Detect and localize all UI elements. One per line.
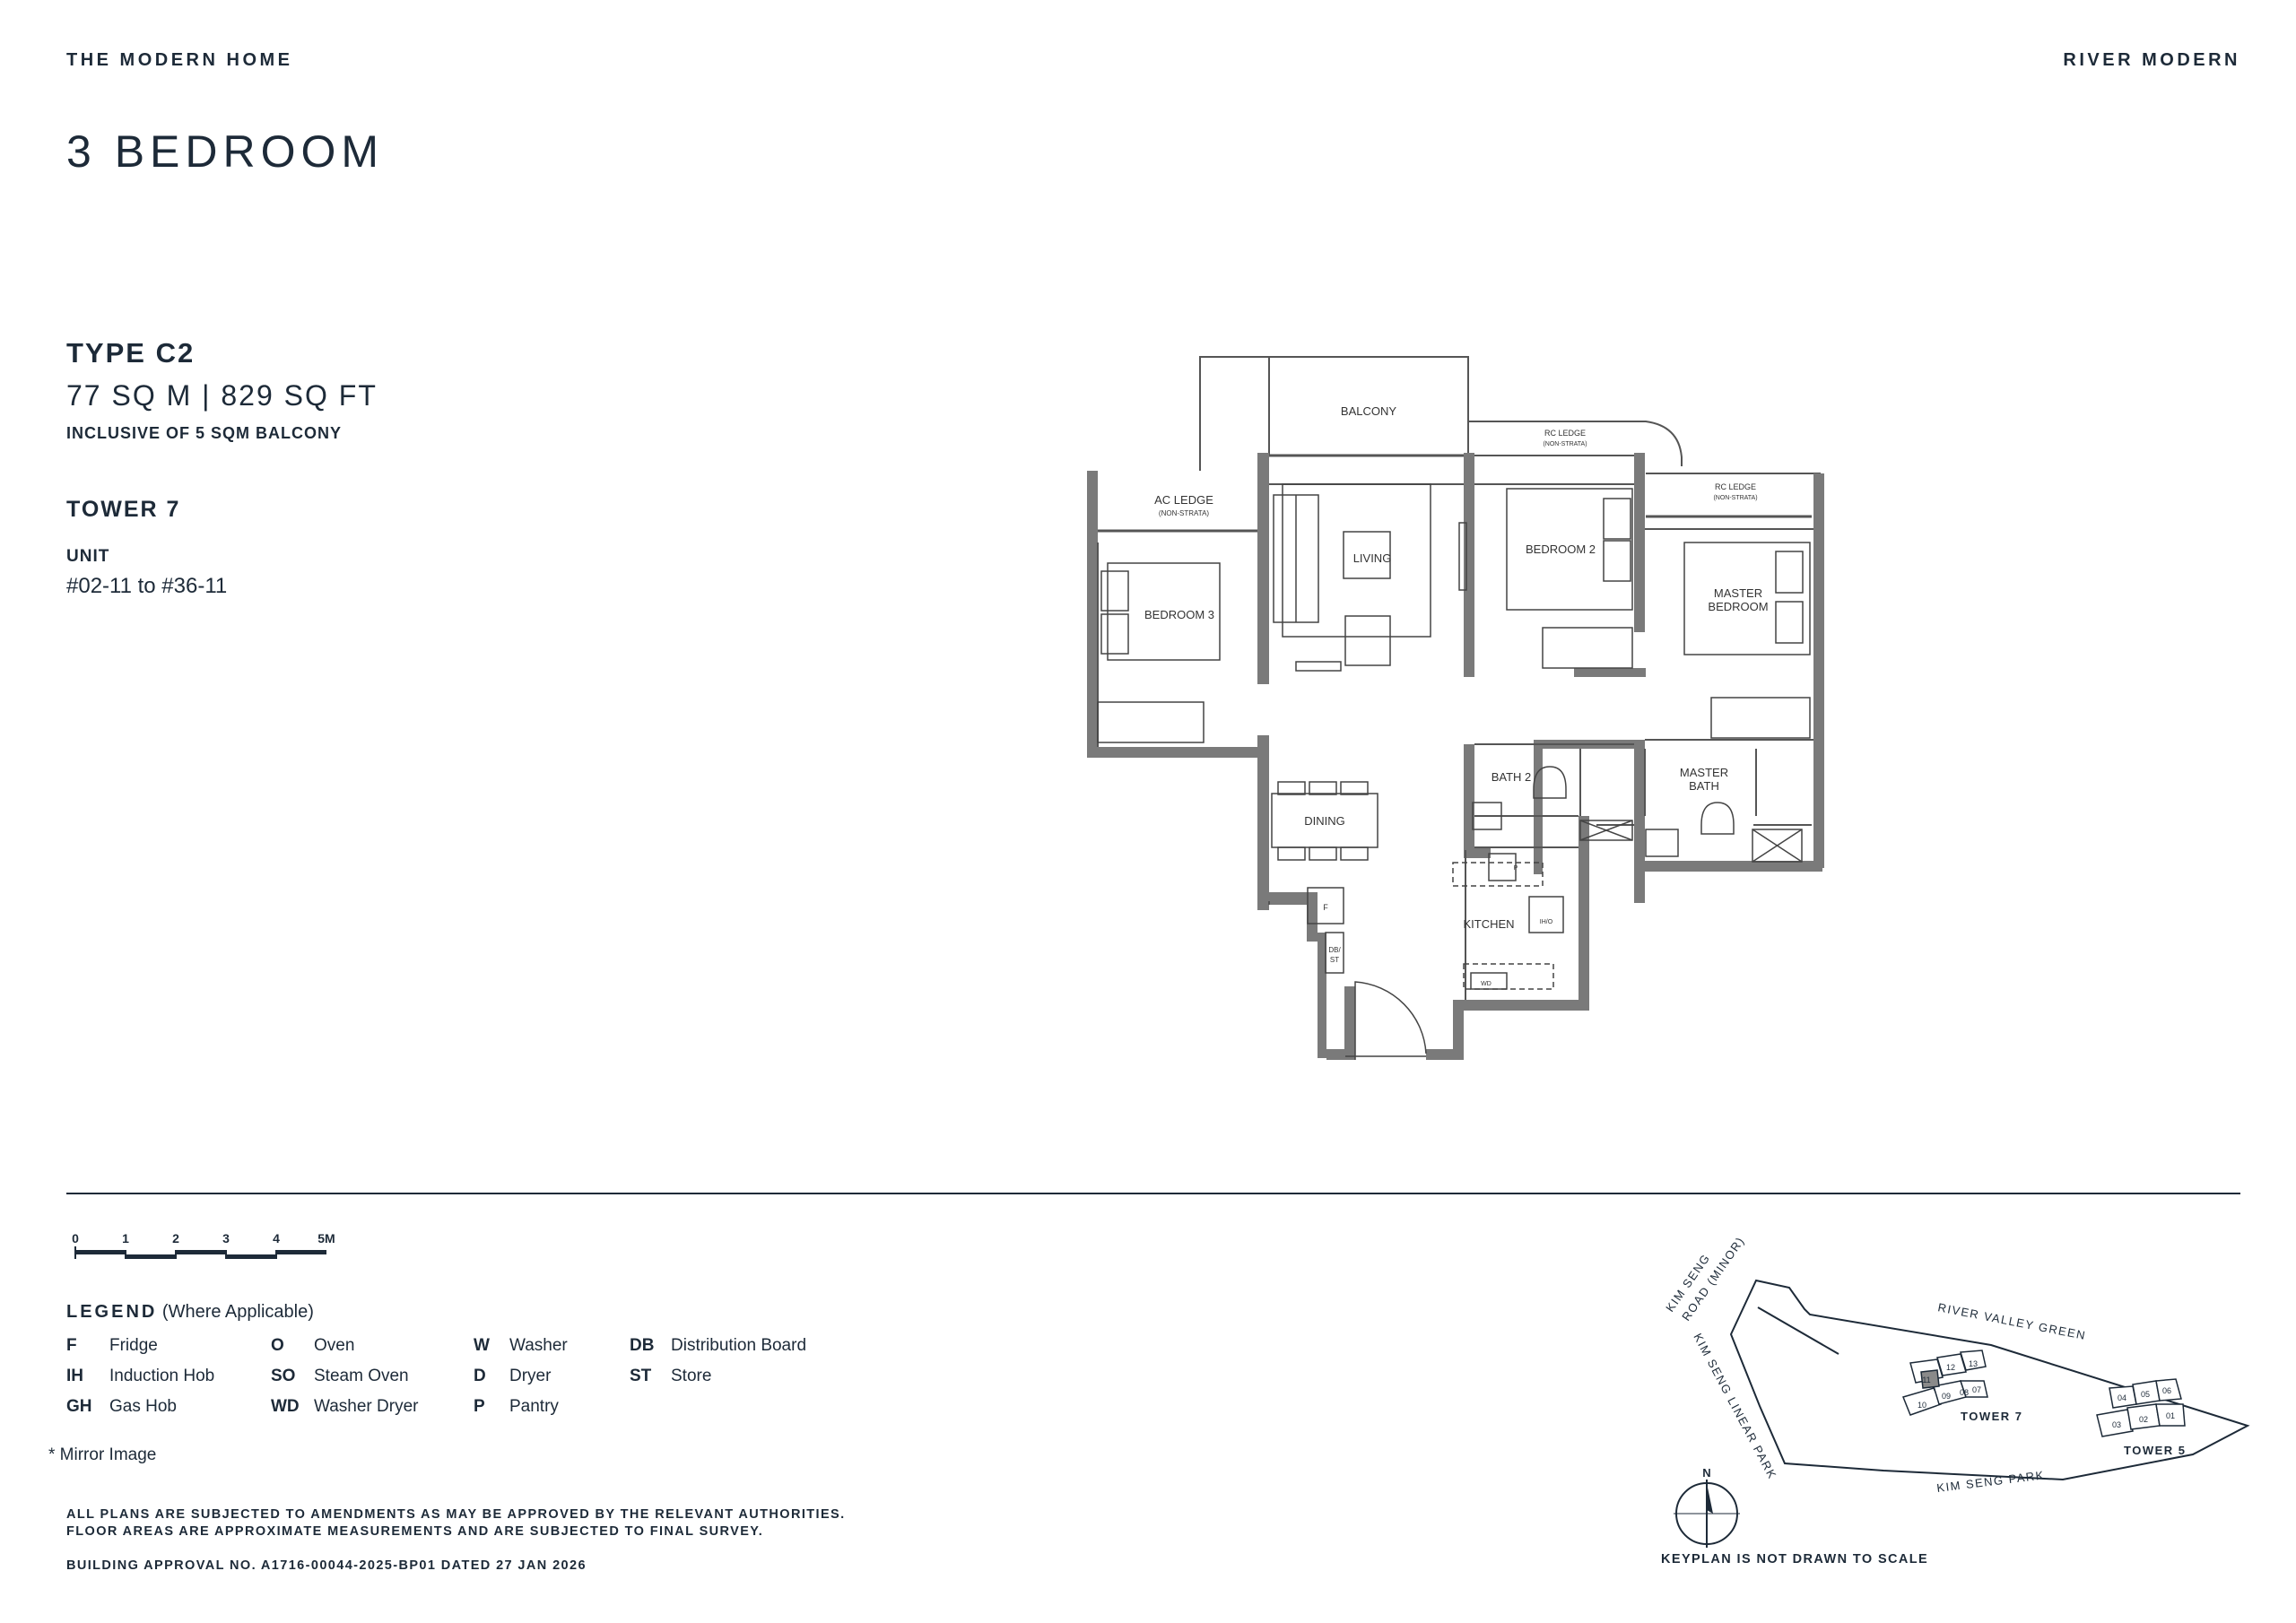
label-bedroom-2: BEDROOM 2 xyxy=(1526,542,1596,556)
t7-unit-07: 07 xyxy=(1972,1385,1981,1394)
keyplan-linear-park: KIM SENG LINEAR PARK xyxy=(1691,1331,1779,1481)
brand-right: RIVER MODERN xyxy=(2063,50,2240,70)
label-db-st-1: DB/ xyxy=(1328,946,1341,954)
legend-label: Distribution Board xyxy=(671,1336,807,1355)
label-kitchen: KITCHEN xyxy=(1463,917,1514,931)
keyplan-road-2: ROAD (MINOR) xyxy=(1679,1234,1747,1324)
label-master-bath-1: MASTER xyxy=(1680,766,1728,779)
label-ac-ledge: AC LEDGE xyxy=(1154,493,1213,507)
unit-type: TYPE C2 xyxy=(66,337,196,369)
divider xyxy=(66,1193,2240,1194)
legend-key: P xyxy=(474,1397,485,1416)
t5-unit-02: 02 xyxy=(2139,1415,2148,1424)
balcony-note: INCLUSIVE OF 5 SQM BALCONY xyxy=(66,424,343,442)
scale-tick-1: 1 xyxy=(122,1231,129,1245)
legend-subtitle: (Where Applicable) xyxy=(161,1302,314,1322)
keyplan-note: KEYPLAN IS NOT DRAWN TO SCALE xyxy=(1661,1552,1929,1567)
keyplan-kim-seng-park: KIM SENG PARK xyxy=(1936,1468,2046,1495)
label-dining: DINING xyxy=(1304,814,1345,828)
label-bedroom-3: BEDROOM 3 xyxy=(1144,608,1214,621)
t5-unit-06: 06 xyxy=(2162,1386,2171,1395)
t7-unit-11: 11 xyxy=(1922,1376,1930,1384)
legend-label: Store xyxy=(671,1367,712,1385)
building-approval: BUILDING APPROVAL NO. A1716-00044-2025-B… xyxy=(66,1558,587,1573)
label-balcony: BALCONY xyxy=(1341,404,1396,418)
brand-left: THE MODERN HOME xyxy=(66,50,293,70)
legend-title: LEGEND (Where Applicable) xyxy=(66,1302,314,1323)
legend-key: DB xyxy=(630,1336,655,1355)
legend-label xyxy=(671,1397,850,1417)
disclaimer-line-2: FLOOR AREAS ARE APPROXIMATE MEASUREMENTS… xyxy=(66,1524,764,1539)
legend-key: D xyxy=(474,1367,486,1385)
t5-unit-01: 01 xyxy=(2166,1411,2175,1420)
mirror-note: * Mirror Image xyxy=(48,1445,157,1464)
scale-tick-3: 3 xyxy=(222,1231,230,1245)
disclaimer-line-1: ALL PLANS ARE SUBJECTED TO AMENDMENTS AS… xyxy=(66,1507,846,1522)
keyplan-road-1: KIM SENG xyxy=(1663,1251,1713,1315)
legend-label: Washer Dryer xyxy=(314,1397,419,1416)
keyplan-site-outline xyxy=(1729,1279,2250,1481)
legend-key xyxy=(630,1397,671,1417)
label-rc-ledge-2: RC LEDGE xyxy=(1715,482,1756,491)
keyplan-tower-7: TOWER 7 xyxy=(1961,1410,2023,1423)
legend-grid: F Fridge O Oven W Washer DB Distribution… xyxy=(66,1336,850,1417)
legend-label: Pantry xyxy=(509,1397,559,1416)
legend-label: Washer xyxy=(509,1336,568,1355)
label-ac-ledge-note: (NON-STRATA) xyxy=(1159,509,1209,517)
scale-tick-0: 0 xyxy=(72,1231,79,1245)
legend-label: Steam Oven xyxy=(314,1367,409,1385)
unit-area: 77 SQ M | 829 SQ FT xyxy=(66,379,378,412)
page-title: 3 BEDROOM xyxy=(66,126,385,177)
unit-range: #02-11 to #36-11 xyxy=(66,574,228,598)
t7-unit-09: 09 xyxy=(1942,1392,1951,1401)
t5-unit-05: 05 xyxy=(2141,1390,2150,1399)
legend-label: Oven xyxy=(314,1336,355,1355)
keyplan-tower-5: TOWER 5 xyxy=(2124,1444,2187,1457)
legend-key: WD xyxy=(271,1397,300,1416)
legend-key: SO xyxy=(271,1367,296,1385)
t7-unit-13: 13 xyxy=(1969,1359,1978,1368)
t5-unit-03: 03 xyxy=(2112,1420,2121,1429)
legend-label: Fridge xyxy=(109,1336,158,1355)
label-ih: IH/O xyxy=(1540,919,1553,925)
label-rc-ledge-1-note: (NON-STRATA) xyxy=(1543,441,1587,447)
tower-label: TOWER 7 xyxy=(66,497,181,522)
legend-key: GH xyxy=(66,1397,92,1416)
legend-heading: LEGEND xyxy=(66,1302,158,1322)
legend-label: Gas Hob xyxy=(109,1397,177,1416)
t7-unit-08: 08 xyxy=(1960,1388,1969,1397)
label-p: P xyxy=(1514,865,1518,872)
keyplan-river-valley-green: RIVER VALLEY GREEN xyxy=(1936,1300,2087,1342)
t7-unit-10: 10 xyxy=(1918,1401,1926,1410)
label-fridge: F xyxy=(1323,903,1328,912)
label-living: LIVING xyxy=(1353,551,1392,565)
legend-key: ST xyxy=(630,1367,652,1385)
label-master-bedroom-1: MASTER xyxy=(1714,586,1762,600)
t5-unit-04: 04 xyxy=(2118,1393,2126,1402)
t7-unit-12: 12 xyxy=(1946,1363,1955,1372)
legend-key: O xyxy=(271,1336,284,1355)
label-rc-ledge-1: RC LEDGE xyxy=(1544,429,1586,438)
north-label: N xyxy=(1702,1466,1710,1480)
label-rc-ledge-2-note: (NON-STRATA) xyxy=(1713,495,1757,501)
scale-tick-2: 2 xyxy=(172,1231,179,1245)
unit-label: UNIT xyxy=(66,547,110,566)
north-compass-icon: N xyxy=(1674,1466,1740,1548)
scale-tick-5: 5M xyxy=(317,1231,335,1245)
legend-label: Induction Hob xyxy=(109,1367,215,1385)
floor-plan: BALCONY AC LEDGE (NON-STRATA) RC LEDGE (… xyxy=(1087,356,1824,1060)
legend-key: IH xyxy=(66,1367,83,1385)
legend-key: F xyxy=(66,1336,77,1355)
label-master-bath-2: BATH xyxy=(1689,779,1719,793)
label-db-st-2: ST xyxy=(1330,956,1339,964)
legend-key: W xyxy=(474,1336,490,1355)
label-bath-2: BATH 2 xyxy=(1492,770,1532,784)
scale-tick-4: 4 xyxy=(273,1231,280,1245)
label-master-bedroom-2: BEDROOM xyxy=(1708,600,1768,613)
label-wd: WD xyxy=(1481,981,1492,987)
legend-label: Dryer xyxy=(509,1367,552,1385)
